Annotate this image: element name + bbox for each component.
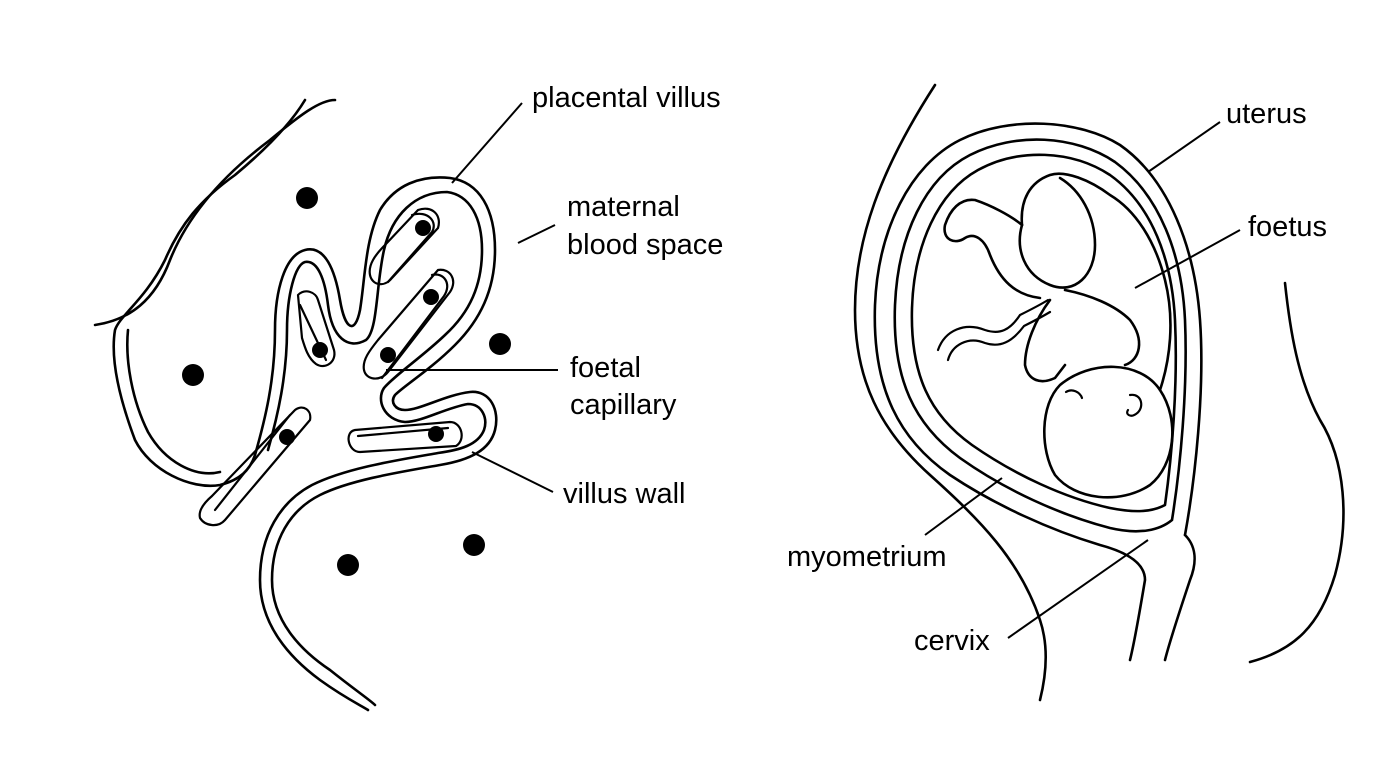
blood-cell [296,187,318,209]
leader-myometrium [924,477,1003,536]
leader-cervix [1007,539,1149,639]
blood-cell [380,347,396,363]
amniotic-sac [910,153,1178,513]
blood-cell [489,333,511,355]
leader-maternal-blood-space [517,224,556,244]
label-foetal-capillary-line2: capillary [570,389,677,421]
leader-villus-wall [471,451,554,493]
villus-wall-outline [93,98,337,488]
label-cervix: cervix [914,625,990,657]
leader-placental-villus [451,102,523,184]
body-outline [853,83,1345,702]
uterus-walls [873,122,1203,662]
blood-cell [337,554,359,576]
leader-foetus [1134,229,1241,289]
label-foetus: foetus [1248,211,1327,243]
blood-cell [312,342,328,358]
blood-cell [463,534,485,556]
leader-uterus [1147,121,1221,173]
label-myometrium: myometrium [787,541,947,573]
blood-cell-dots [182,187,511,576]
foetal-capillaries [198,207,463,527]
label-placental-villus: placental villus [532,82,721,114]
label-foetal-capillary-line1: foetal [570,352,641,384]
blood-cell [279,429,295,445]
placental-villus-body [253,176,498,712]
blood-cell [428,426,444,442]
label-uterus: uterus [1226,98,1307,130]
label-villus-wall: villus wall [563,478,686,510]
foetus-figure [936,172,1174,499]
label-maternal-blood-space-line2: blood space [567,229,724,261]
blood-cell [423,289,439,305]
right-leader-lines [924,121,1241,639]
blood-cell [415,220,431,236]
left-leader-lines [386,102,558,493]
blood-cell [182,364,204,386]
label-maternal-blood-space-line1: maternal [567,191,680,223]
